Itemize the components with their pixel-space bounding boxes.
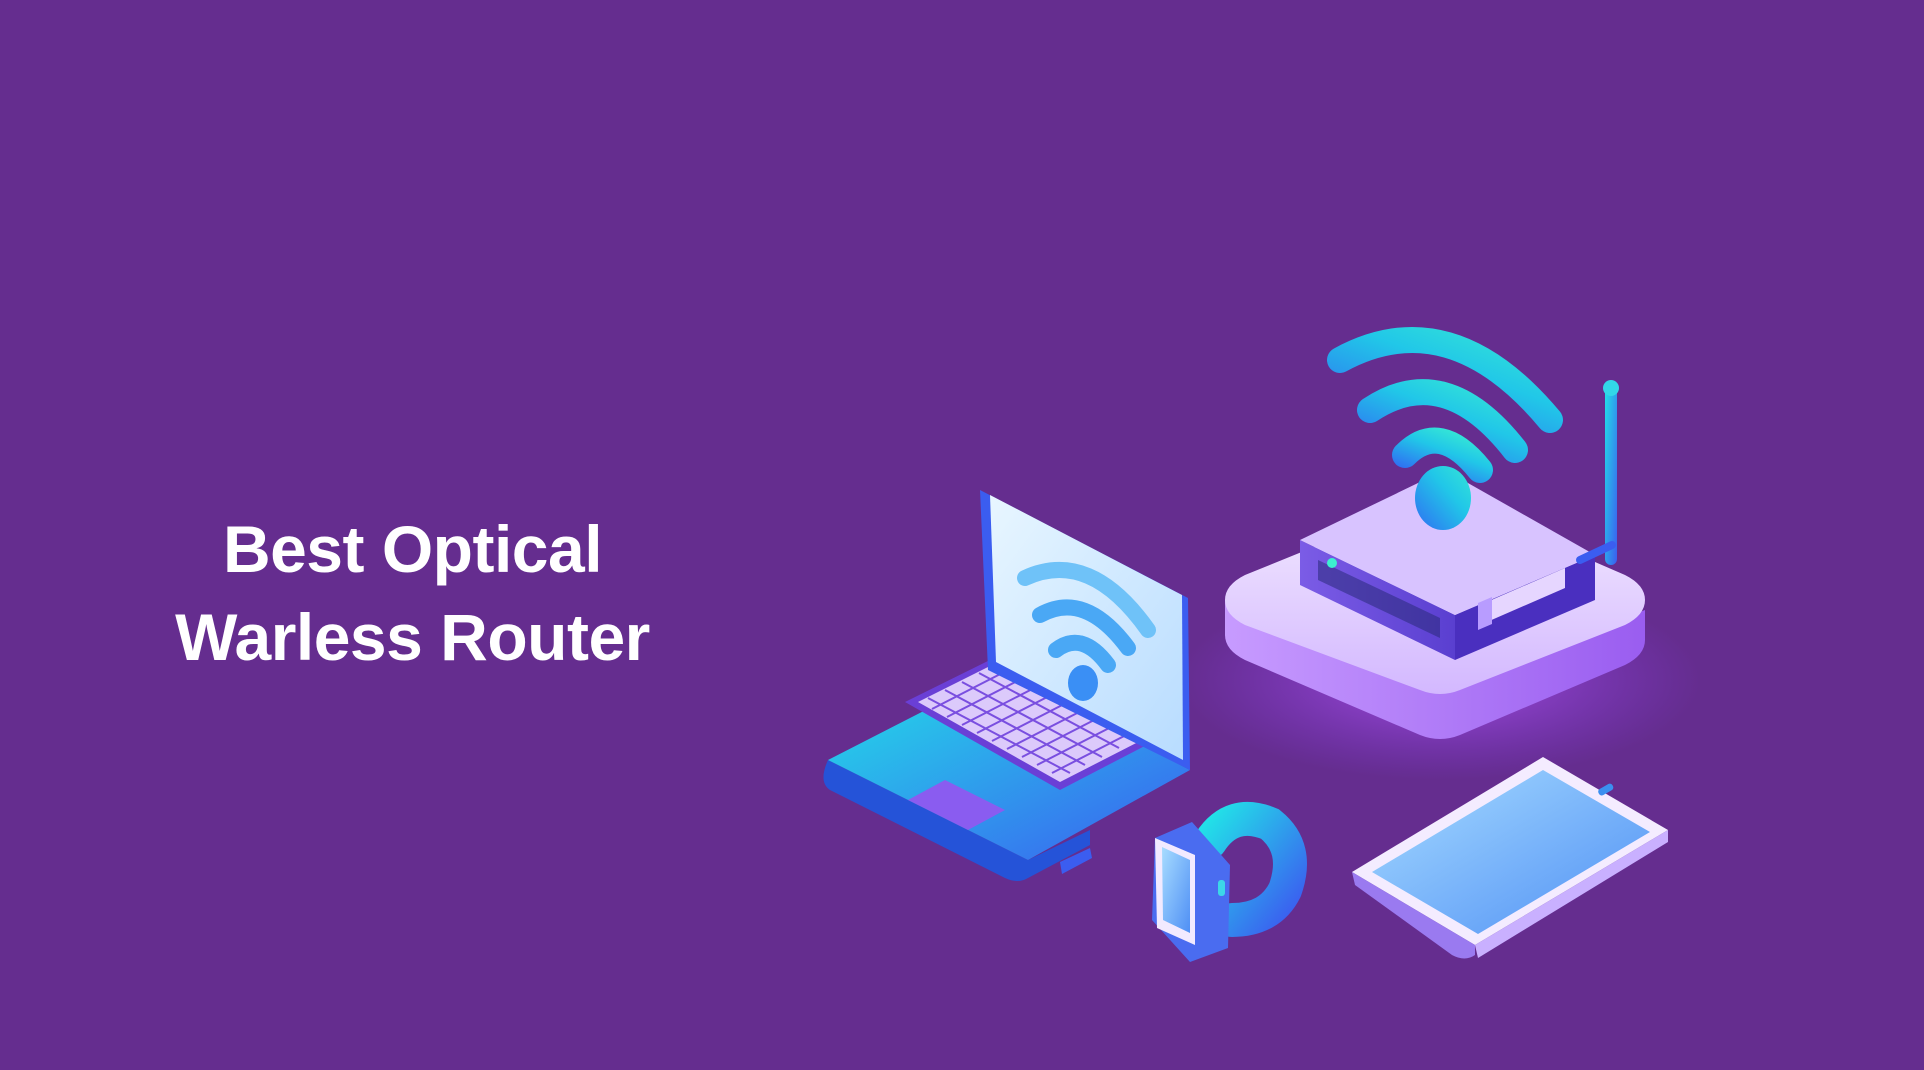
headline: Best Optical Warless Router (160, 505, 665, 681)
network-devices-illustration (823, 327, 1700, 962)
smartwatch-icon (1152, 801, 1307, 962)
laptop-icon (823, 490, 1190, 881)
wifi-icon (1327, 327, 1563, 530)
router-icon (1180, 380, 1700, 780)
headline-line-2: Warless Router (175, 600, 650, 674)
wifi-icon (1017, 562, 1156, 701)
tablet-icon (1352, 757, 1668, 959)
headline-line-1: Best Optical (222, 512, 603, 586)
